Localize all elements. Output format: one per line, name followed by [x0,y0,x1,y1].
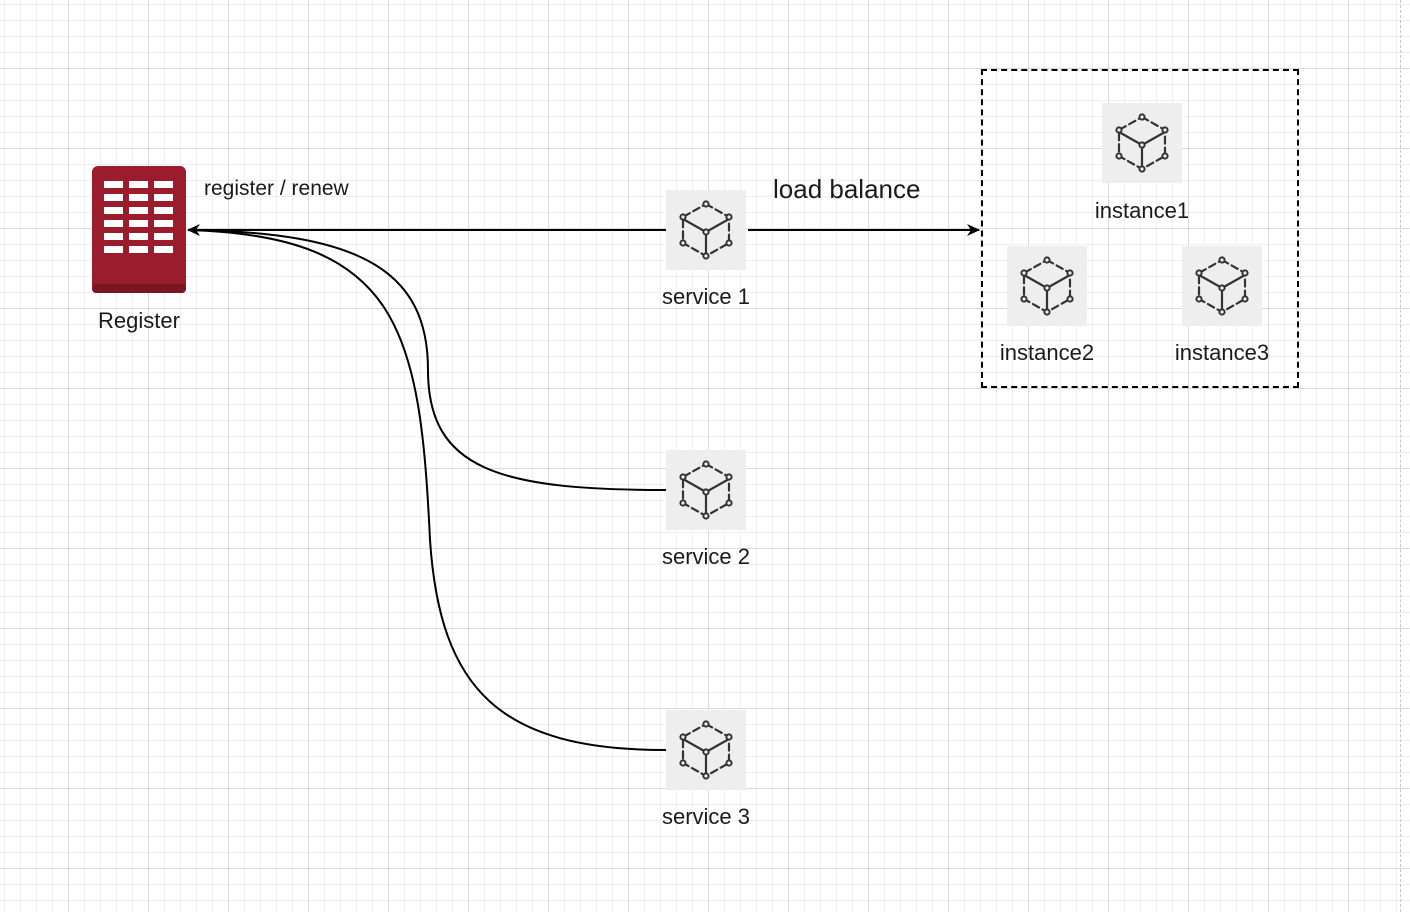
instance-1-cube-icon[interactable] [1102,103,1182,183]
instance-2-cube-icon[interactable] [1007,246,1087,326]
service-3-label: service 3 [661,804,751,829]
load-balance-label: load balance [773,174,921,204]
service-1-label: service 1 [661,284,751,309]
edge-service3-to-register[interactable] [187,229,667,751]
edge-service2-to-register[interactable] [187,229,667,491]
instance-2-label: instance2 [999,340,1095,365]
database-server-icon[interactable] [92,166,186,293]
service-2-cube-icon[interactable] [666,450,746,530]
page-boundary-line [1400,0,1401,912]
register-label: Register [98,308,180,333]
service-2-label: service 2 [661,544,751,569]
instance-group-box[interactable] [981,69,1299,388]
instance-3-cube-icon[interactable] [1182,246,1262,326]
instance-3-label: instance3 [1174,340,1270,365]
service-3-cube-icon[interactable] [666,710,746,790]
register-renew-label: register / renew [204,177,349,200]
service-1-cube-icon[interactable] [666,190,746,270]
instance-1-label: instance1 [1094,198,1190,223]
